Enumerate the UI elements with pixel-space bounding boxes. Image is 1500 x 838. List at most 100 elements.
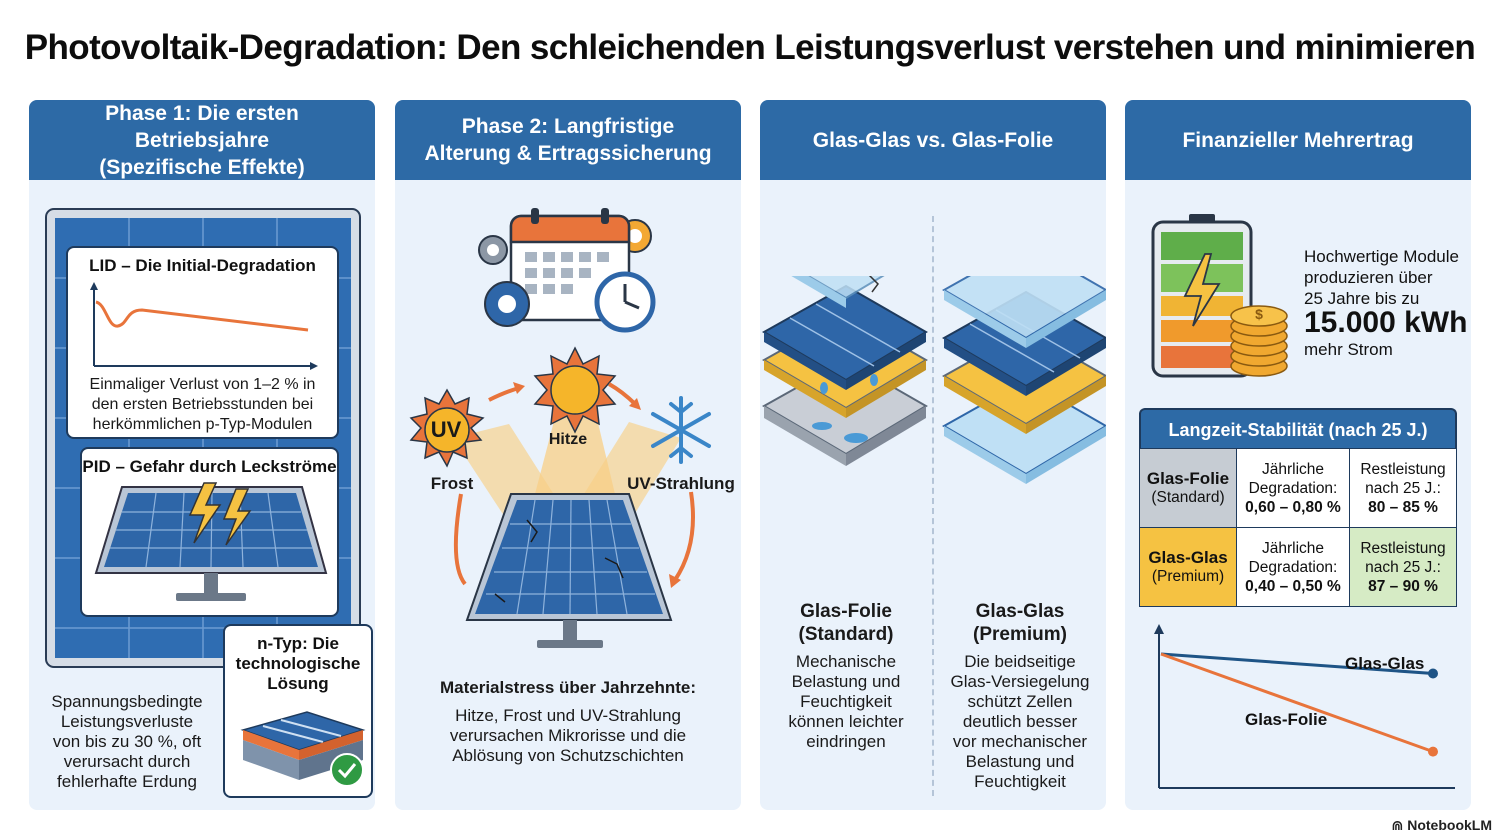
series-line-glas-glas	[1160, 652, 1434, 676]
degradation-comparison-chart	[1154, 624, 1455, 789]
row-name-cell: Glas-Folie (Standard)	[1139, 448, 1237, 528]
pid-text-line: Spannungsbedingte	[51, 692, 203, 711]
uv-strahlung-label: UV-Strahlung	[627, 474, 735, 493]
rest-value: 80 – 85 %	[1368, 498, 1438, 516]
glass-foil-title-line: Glas-Folie	[800, 601, 892, 622]
series-label-glas-glas: Glas-Glas	[1345, 654, 1425, 673]
page-title: Photovoltaik-Degradation: Den schleichen…	[24, 28, 1476, 67]
lid-degradation-chart	[90, 282, 318, 370]
frost-label: Frost	[430, 474, 474, 493]
snowflake-icon	[651, 396, 711, 464]
degradation-label: Degradation:	[1248, 558, 1338, 576]
glass-glass-layer-stack-icon	[941, 276, 1106, 484]
pid-card: PID – Gefahr durch Leckströme	[80, 447, 339, 617]
stressed-solar-panel-icon	[465, 493, 673, 648]
rest-label: nach 25 J.:	[1365, 479, 1441, 497]
phase2-header-line1: Phase 2: Langfristige	[461, 115, 675, 138]
rest-cell: Restleistung nach 25 J.: 80 – 85 %	[1349, 448, 1457, 528]
lid-text-line: Einmaliger Verlust von 1–2 % in	[89, 376, 316, 393]
glass-glass-title-line: Glas-Glas	[975, 601, 1065, 622]
cycle-arrows	[453, 382, 695, 586]
uv-sun-icon	[409, 388, 485, 468]
lid-chart-y-arrow	[90, 282, 98, 290]
lid-curve	[95, 300, 309, 332]
glass-foil-text-line: Mechanische	[795, 652, 897, 671]
table-row: Glas-Folie (Standard) Jährliche Degradat…	[1139, 448, 1457, 528]
pid-title: PID – Gefahr durch Leckströme	[82, 457, 337, 476]
finance-panel: Finanzieller Mehrertrag $ Hochwertige Mo…	[1125, 100, 1471, 810]
battery-coins-icon	[1151, 214, 1288, 378]
glass-glass-text-line: Glas-Versiegelung	[950, 672, 1090, 691]
coin-symbol: $	[1255, 306, 1263, 322]
stress-text-line: verursachen Mikrorisse und die	[449, 726, 687, 745]
series-label-glas-folie: Glas-Folie	[1245, 710, 1328, 729]
stress-text-line: Hitze, Frost und UV-Strahlung	[455, 706, 681, 725]
degradation-cell: Jährliche Degradation: 0,40 – 0,50 %	[1236, 527, 1350, 607]
glass-glass-text-line: Die beidseitige	[964, 652, 1076, 671]
rest-label: nach 25 J.:	[1365, 558, 1441, 576]
lid-card: LID – Die Initial-Degradation Einmaliger…	[66, 246, 339, 439]
pid-text-line: fehlerhafte Erdung	[57, 772, 197, 791]
rest-label: Restleistung	[1360, 539, 1446, 557]
glass-foil-text-line: Feuchtigkeit	[800, 692, 892, 711]
glass-glass-text: Die beidseitige Glas-Versiegelung schütz…	[934, 652, 1106, 792]
glass-glass-title: Glas-Glas (Premium)	[934, 600, 1106, 646]
phase1-header-line1: Phase 1: Die ersten Betriebsjahre	[105, 101, 299, 152]
glass-foil-text-line: eindringen	[806, 732, 886, 751]
series-end-point	[1428, 668, 1438, 679]
stress-text-line: Ablösung von Schutzschichten	[452, 746, 684, 765]
rest-label: Restleistung	[1360, 460, 1446, 478]
series-line-glas-folie	[1160, 652, 1434, 754]
glass-foil-title: Glas-Folie (Standard)	[760, 600, 932, 646]
lid-chart-x-arrow	[310, 362, 318, 370]
ntype-card: n-Typ: Die technologische Lösung	[223, 624, 373, 798]
phase2-header-line2: Alterung & Ertragssicherung	[424, 142, 712, 165]
lid-title: LID – Die Initial-Degradation	[89, 256, 316, 275]
stability-table: Glas-Folie (Standard) Jährliche Degradat…	[1139, 448, 1457, 607]
phase1-header-line2: (Spezifische Effekte)	[99, 155, 305, 179]
series-end-point	[1428, 746, 1438, 757]
stress-title: Materialstress über Jahrzehnte:	[439, 678, 697, 697]
phase1-panel: Phase 1: Die ersten Betriebsjahre (Spezif…	[29, 100, 375, 810]
ntype-title-line: technologische	[235, 654, 361, 673]
ntype-module-check-icon	[240, 711, 366, 787]
pid-solar-panel-lightning-icon	[94, 482, 328, 601]
lid-text-line: herkömmlichen p-Typ-Modulen	[92, 416, 313, 433]
finance-intro-line: produzieren über	[1304, 268, 1433, 287]
uv-badge-label: UV	[430, 417, 462, 442]
row-name: Glas-Folie	[1146, 469, 1230, 488]
finance-big-value: 15.000 kWh	[1304, 306, 1468, 339]
glass-foil-text-line: können leichter	[788, 712, 904, 731]
glass-glass-text-line: deutlich besser	[962, 712, 1078, 731]
degradation-value: 0,60 – 0,80 %	[1245, 498, 1341, 516]
table-row: Glas-Glas (Premium) Jährliche Degradatio…	[1139, 527, 1457, 607]
finance-unit-text: mehr Strom	[1304, 340, 1393, 359]
environmental-stress-diagram	[409, 346, 711, 648]
ntype-title-line: n-Typ: Die	[257, 634, 339, 653]
glass-header: Glas-Glas vs. Glas-Folie	[760, 100, 1106, 180]
glass-glass-text-line: schützt Zellen	[967, 692, 1073, 711]
glass-glass-title-line: (Premium)	[973, 624, 1067, 645]
lid-text: Einmaliger Verlust von 1–2 % in den erst…	[68, 375, 337, 435]
ntype-title: n-Typ: Die technologische Lösung	[225, 634, 371, 694]
glass-foil-text-line: Belastung und	[791, 672, 901, 691]
glass-foil-layer-stack-icon	[761, 276, 928, 466]
comparison-divider	[932, 216, 934, 796]
glass-foil-text: Mechanische Belastung und Feuchtigkeit k…	[760, 652, 932, 752]
pid-text-line: von bis zu 30 %, oft	[52, 732, 202, 751]
lid-text-line: den ersten Betriebsstunden bei	[91, 396, 314, 413]
finance-intro: Hochwertige Module produzieren über 25 J…	[1304, 246, 1459, 309]
rest-value: 87 – 90 %	[1368, 577, 1438, 595]
degradation-label: Jährliche	[1261, 539, 1325, 557]
glass-glass-text-line: vor mechanischer	[952, 732, 1088, 751]
footer-text: NotebookLM	[1407, 817, 1492, 833]
degradation-value: 0,40 – 0,50 %	[1245, 577, 1341, 595]
row-tier: (Premium)	[1151, 568, 1225, 585]
stability-table-title: Langzeit-Stabilität (nach 25 J.)	[1139, 408, 1457, 448]
finance-intro-line: Hochwertige Module	[1304, 247, 1459, 266]
notebooklm-badge: ⋒ NotebookLM	[1392, 817, 1492, 834]
sun-icon	[533, 346, 617, 434]
ntype-title-line: Lösung	[267, 674, 329, 693]
